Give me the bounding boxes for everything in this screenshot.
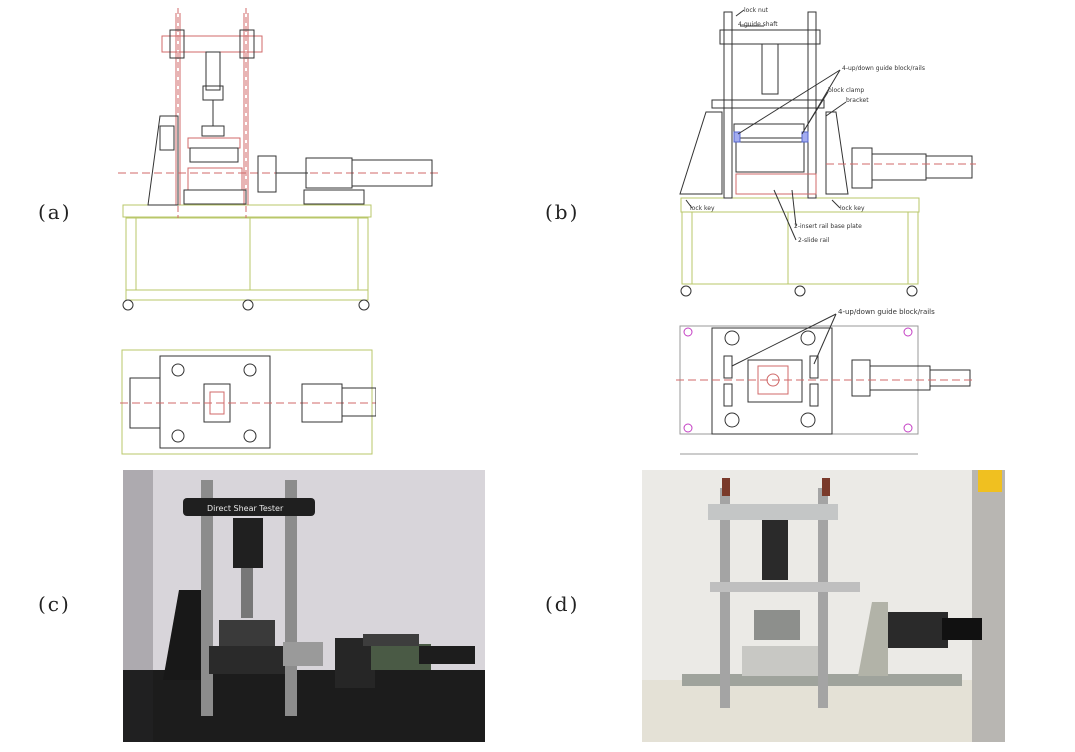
label-bracket: bracket — [846, 97, 869, 104]
label-lock-key-left: lock key — [690, 205, 715, 212]
drawing-a-top — [120, 349, 376, 455]
label-lock-nut: lock nut — [744, 7, 769, 14]
drawing-a-front — [118, 8, 438, 311]
label-guide-block-rails: 4-up/down guide block/rails — [842, 65, 925, 72]
drawing-b-top: 4-up/down guide block/rails — [676, 308, 972, 455]
photo-d — [642, 470, 1005, 742]
panel-label-c: (c) — [38, 592, 71, 616]
label-guide-shaft: 4-guide shaft — [738, 21, 778, 28]
drawing-b-front: lock nut 4-guide shaft 4-up/down guide b… — [679, 7, 976, 297]
label-slide-rail: 2-slide rail — [798, 237, 830, 244]
panel-label-b: (b) — [545, 200, 580, 224]
label-block-clamp: block clamp — [828, 87, 864, 94]
panel-label-d: (d) — [545, 592, 580, 616]
label-top-guide-block-rails: 4-up/down guide block/rails — [838, 308, 935, 316]
label-lock-key-right: lock key — [840, 205, 865, 212]
panel-label-a: (a) — [38, 200, 72, 224]
label-insert-rail: 2-insert rail base plate — [794, 223, 862, 230]
brand-text: Direct Shear Tester — [207, 504, 284, 513]
photo-c: Direct Shear Tester — [123, 470, 485, 742]
